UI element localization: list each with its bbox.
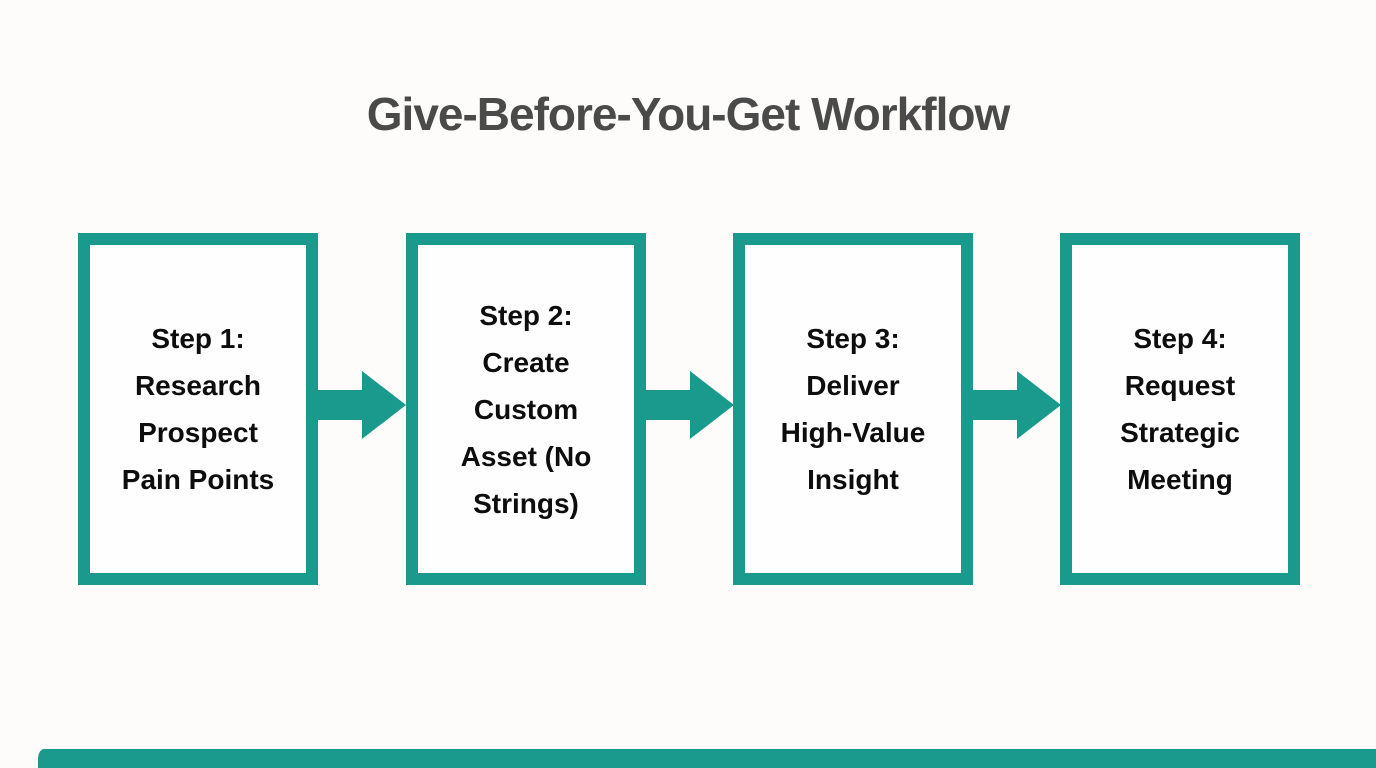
arrow-shaft — [316, 390, 364, 420]
step-3-box: Step 3: Deliver High-Value Insight — [733, 233, 973, 585]
arrow-head — [690, 371, 734, 439]
step-2-label: Step 2: Create Custom Asset (No Strings) — [460, 299, 592, 519]
arrow-head — [1017, 371, 1061, 439]
step-4-label: Step 4: Request Strategic Meeting — [1120, 323, 1240, 495]
flow-arrow-icon — [971, 371, 1061, 439]
arrow-shaft — [644, 390, 692, 420]
bottom-accent-bar — [38, 749, 1376, 768]
step-4-box: Step 4: Request Strategic Meeting — [1060, 233, 1300, 585]
diagram-title: Give-Before-You-Get Workflow — [366, 88, 1010, 140]
arrow-shaft — [971, 390, 1019, 420]
flow-arrow-icon — [316, 371, 406, 439]
step-2-box: Step 2: Create Custom Asset (No Strings) — [406, 233, 646, 585]
step-3-label: Step 3: Deliver High-Value Insight — [780, 323, 926, 495]
step-1-box: Step 1: Research Prospect Pain Points — [78, 233, 318, 585]
arrow-head — [362, 371, 406, 439]
step-1-label: Step 1: Research Prospect Pain Points — [121, 323, 275, 495]
flow-arrow-icon — [644, 371, 734, 439]
